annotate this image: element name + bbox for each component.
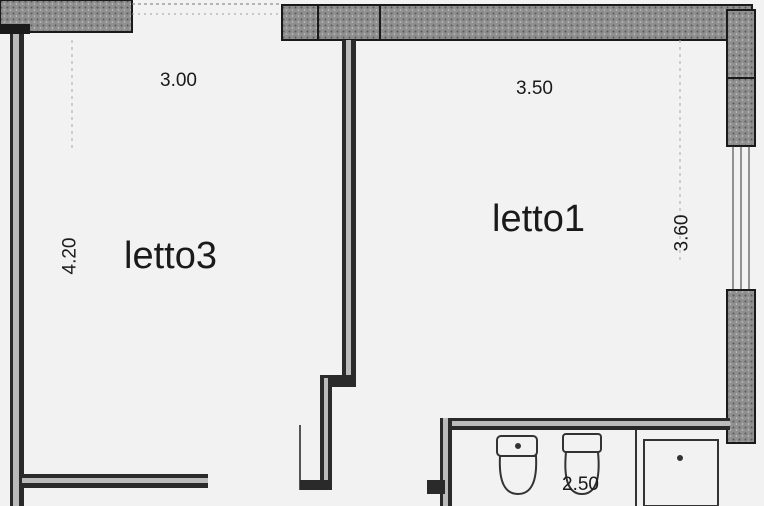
letto3-room-label: letto3 (124, 235, 217, 277)
window-right (732, 146, 750, 290)
letto1-room-label: letto1 (492, 198, 585, 240)
wall-right-lower (726, 289, 756, 444)
toilet-fixture (562, 433, 602, 496)
letto1-length-label: 3.60 (671, 214, 693, 252)
letto3-width-label: 3.00 (160, 70, 197, 91)
letto1-width-label: 3.50 (516, 78, 553, 99)
letto3-length-label: 4.20 (59, 237, 81, 275)
bidet-fixture (496, 435, 538, 496)
bathroom-dimension-label: 2.50 (562, 474, 599, 495)
shower-tray (635, 430, 719, 506)
